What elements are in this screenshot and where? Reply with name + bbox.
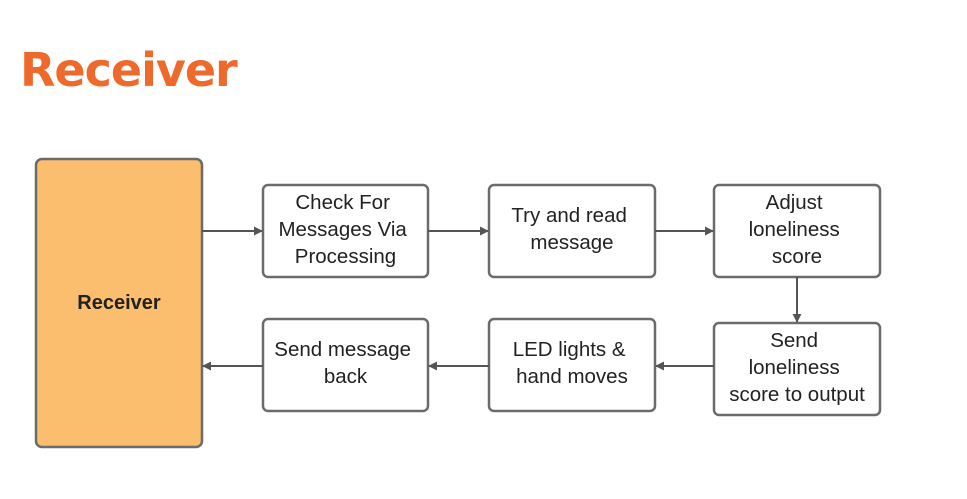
node-send-back: Send message back: [261, 317, 430, 413]
node-adjust-score-label: Adjust loneliness score: [749, 191, 846, 268]
receiver-block: Receiver: [34, 157, 204, 449]
node-check-messages: Check For Messages Via Processing: [261, 183, 430, 279]
node-check-messages-label: Check For Messages Via Processing: [278, 191, 412, 268]
node-send-score-label: Send loneliness score to output: [729, 329, 865, 406]
node-led-hand: LED lights & hand moves: [487, 317, 657, 413]
node-send-back-label: Send message back: [274, 338, 416, 388]
node-led-hand-label: LED lights & hand moves: [513, 338, 632, 388]
slide-title: Receiver: [20, 43, 238, 97]
node-adjust-score: Adjust loneliness score: [712, 183, 882, 279]
node-read-message-label: Try and read message: [511, 204, 632, 254]
node-send-score: Send loneliness score to output: [712, 321, 882, 417]
receiver-label: Receiver: [77, 292, 161, 314]
node-read-message: Try and read message: [487, 183, 657, 279]
